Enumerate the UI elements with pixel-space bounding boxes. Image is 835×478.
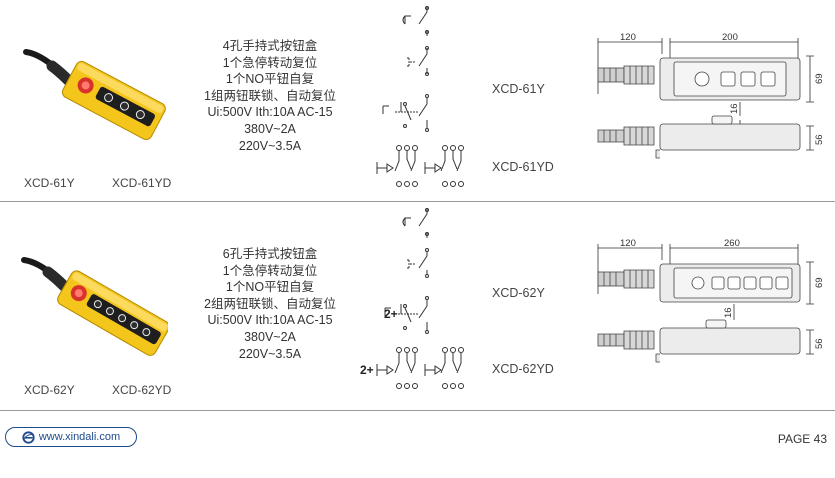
desc-line: 1个NO平钮自复 [225, 72, 315, 87]
dim-button-height: 16 [723, 307, 734, 318]
dim-height: 69 [814, 73, 825, 84]
desc-line: 1组两钮联锁、自动复位 [204, 88, 336, 103]
model-name-b: XCD-62YD [492, 362, 554, 376]
desc-line: 380V~2A [244, 329, 296, 344]
desc-line: 380V~2A [244, 121, 296, 136]
dim-height: 69 [814, 277, 825, 288]
product-label-a: XCD-61Y [24, 176, 75, 190]
product-label-b: XCD-61YD [112, 176, 172, 190]
desc-line: Ui:500V Ith:10A AC-15 [207, 313, 333, 328]
dim-body-length: 260 [724, 238, 740, 249]
bottom-divider [0, 410, 835, 411]
circuit-prefix: 2+ [360, 363, 374, 377]
website-text: www.xindali.com [38, 431, 121, 443]
circuit-prefix: 2+ [384, 307, 398, 321]
desc-line: 1个急停转动复位 [222, 263, 318, 278]
dim-cable-length: 120 [620, 32, 636, 43]
dim-depth: 56 [814, 134, 825, 145]
website-link[interactable]: www.xindali.com [5, 427, 137, 447]
page-number: PAGE 43 [777, 432, 827, 446]
product-description: 6孔手持式按钮盒 1个急停转动复位 1个NO平钮自复 2组两钮联锁、自动复位 U… [175, 246, 365, 362]
product-label-a: XCD-62Y [24, 383, 75, 397]
desc-line: Ui:500V Ith:10A AC-15 [207, 105, 333, 120]
product-photo-2 [21, 257, 168, 356]
model-name-a: XCD-62Y [492, 286, 545, 300]
desc-line: 1个NO平钮自复 [225, 280, 315, 295]
circuit-symbols-2: 2+ 2+ [360, 208, 464, 389]
desc-line: 4孔手持式按钮盒 [222, 39, 318, 53]
browser-e-icon [22, 430, 35, 444]
model-name-b: XCD-61YD [492, 160, 554, 174]
desc-line: 1个急停转动复位 [222, 55, 318, 70]
desc-line: 220V~3.5A [238, 138, 302, 153]
desc-line: 220V~3.5A [238, 346, 302, 361]
row-divider [0, 201, 835, 202]
model-name-a: XCD-61Y [492, 82, 545, 96]
circuit-symbols-1 [376, 6, 464, 187]
dim-depth: 56 [814, 338, 825, 349]
product-description: 4孔手持式按钮盒 1个急停转动复位 1个NO平钮自复 1组两钮联锁、自动复位 U… [175, 38, 365, 154]
desc-line: 6孔手持式按钮盒 [222, 247, 318, 261]
dim-body-length: 200 [722, 32, 738, 43]
dimension-drawing-2: 120 260 69 16 56 [597, 238, 825, 363]
product-label-b: XCD-62YD [112, 383, 172, 397]
dim-button-height: 16 [729, 103, 740, 114]
dim-cable-length: 120 [620, 238, 636, 249]
desc-line: 2组两钮联锁、自动复位 [204, 296, 336, 311]
product-photo-1 [23, 49, 166, 140]
dimension-drawing-1: 120 200 69 16 56 [597, 32, 825, 159]
